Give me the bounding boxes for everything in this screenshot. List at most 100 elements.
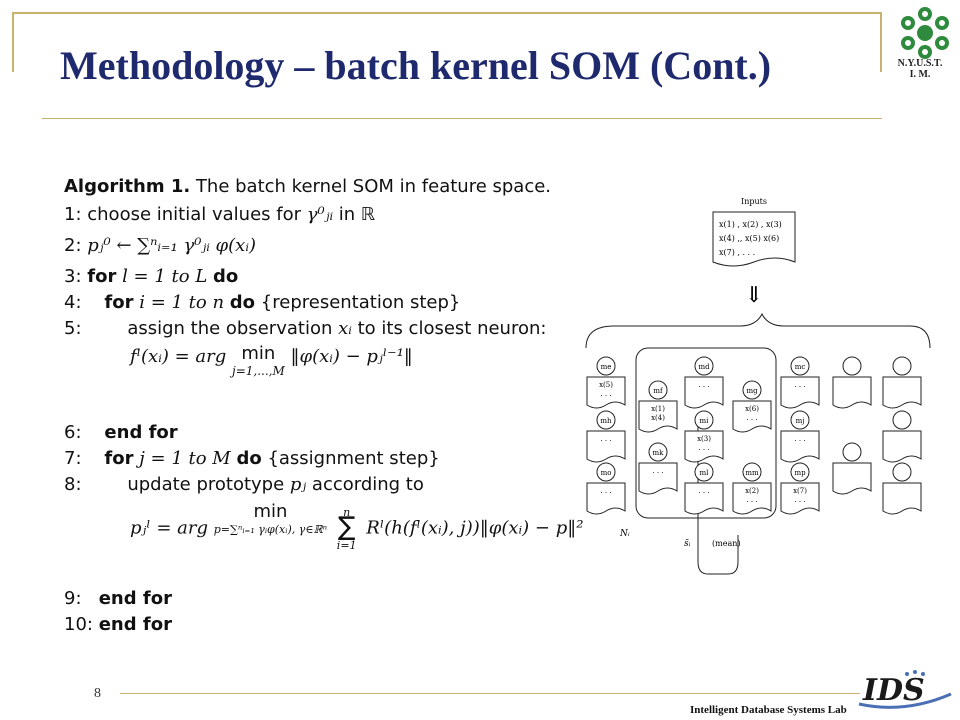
- keyword-for: for: [104, 292, 134, 313]
- equation-min-subscript: j=1,...,M: [231, 364, 285, 378]
- prototype-document: [882, 376, 922, 409]
- loop-range: l = 1 to L: [116, 266, 213, 287]
- n-i-label: Nᵢ: [619, 529, 630, 539]
- down-arrow-icon: ⇓: [745, 283, 763, 308]
- frame-top-line: [12, 12, 882, 14]
- neuron-circle: [648, 380, 668, 400]
- neighbourhood-box: [635, 347, 777, 519]
- document-entry: . . .: [746, 414, 757, 422]
- line-number: 5:: [64, 318, 82, 339]
- prototype-document: [780, 376, 820, 409]
- neuron-circle: [790, 410, 810, 430]
- representation-equation: fˡ(xᵢ) = arg min j=1,...,M ‖φ(xᵢ) − pⱼˡ⁻…: [130, 343, 413, 379]
- prototype-document: [684, 482, 724, 515]
- neuron-label: mh: [600, 417, 612, 425]
- document-entry: . . .: [698, 444, 709, 452]
- sum-symbol: ∑: [337, 512, 356, 542]
- keyword-do: do: [213, 266, 239, 287]
- algorithm-line-8: 8: update prototype pⱼ according to: [64, 474, 424, 495]
- prototype-document: [638, 462, 678, 495]
- inputs-row-3: x(7) , . . .: [719, 248, 755, 257]
- gamma-variable: γ⁰ⱼᵢ: [306, 204, 334, 225]
- inputs-document: [712, 211, 796, 267]
- keyword-do: do: [229, 292, 256, 313]
- neuron-circle: [892, 462, 912, 482]
- algorithm-line-1: 1: choose initial values for γ⁰ⱼᵢ in ℝ: [64, 204, 375, 225]
- document-entry: x(2): [745, 487, 759, 495]
- step-comment: {assignment step}: [261, 448, 440, 469]
- page-number: 8: [94, 686, 101, 701]
- prototype-document: [586, 430, 626, 463]
- loop-range: i = 1 to n: [133, 292, 230, 313]
- institution-logo: [901, 7, 949, 59]
- prototype-document: [732, 482, 772, 515]
- neuron-label: md: [698, 363, 710, 371]
- ids-lab-logo: IDS: [858, 670, 952, 709]
- prototype-document: [586, 376, 626, 409]
- document-entry: x(5): [599, 381, 613, 389]
- line-number: 4:: [64, 292, 82, 313]
- loop-range: j = 1 to M: [133, 448, 237, 469]
- document-entry: . . .: [698, 487, 709, 495]
- keyword-end-for: end for: [104, 422, 178, 443]
- line-number: 7:: [64, 448, 82, 469]
- neuron-circle: [790, 356, 810, 376]
- line-text-rest: according to: [306, 474, 424, 495]
- line-text: update prototype: [127, 474, 290, 495]
- neuron-label: mk: [653, 449, 665, 457]
- prototype-document: [780, 482, 820, 515]
- neuron-label: mg: [746, 387, 758, 395]
- algorithm-line-6: 6: end for: [64, 422, 178, 443]
- document-entry: . . .: [794, 381, 805, 389]
- neuron-grid: mex(5). . .mfx(1)x(4)md. . .mgx(6). . .m…: [586, 356, 922, 515]
- neuron-circle: [842, 442, 862, 462]
- prototype-document: [684, 430, 724, 463]
- document-entry: x(3): [697, 435, 711, 443]
- prototype-document: [638, 400, 678, 433]
- step-comment: {representation step}: [255, 292, 461, 313]
- institution-line-2: I. M.: [909, 69, 931, 80]
- title-underline: [42, 118, 882, 119]
- neuron-circle: [742, 462, 762, 482]
- neuron-label: mo: [601, 469, 612, 477]
- som-diagram: Inputs x(1) , x(2) , x(3) x(4) ,, x(5) x…: [585, 197, 931, 575]
- assignment-equation: pⱼˡ = arg min p=∑ⁿᵢ₌₁ γᵢφ(xᵢ), γ∈ℝⁿ n ∑ …: [130, 503, 583, 553]
- neuron-circle: [694, 356, 714, 376]
- svg-text:IDS: IDS: [862, 673, 925, 708]
- equation-min: min: [241, 343, 276, 364]
- algorithm-line-5: 5: assign the observation xᵢ to its clos…: [64, 318, 546, 339]
- document-entry: . . .: [600, 435, 611, 443]
- neuron-label: mc: [795, 363, 806, 371]
- document-entry: x(7): [793, 487, 807, 495]
- inputs-label: Inputs: [741, 197, 767, 206]
- prototype-document: [882, 482, 922, 515]
- algorithm-heading-text: The batch kernel SOM in feature space.: [190, 176, 552, 197]
- footer-lab-name: Intelligent Database Systems Lab: [690, 704, 847, 716]
- equation-rhs: ‖φ(xᵢ) − pⱼˡ⁻¹‖: [290, 346, 413, 367]
- keyword-for: for: [87, 266, 117, 287]
- prototype-document: [832, 376, 872, 409]
- line-text: assign the observation: [127, 318, 339, 339]
- document-entry: . . .: [652, 467, 663, 475]
- prototype-document: [882, 430, 922, 463]
- neuron-circle: [892, 356, 912, 376]
- algorithm-heading-bold: Algorithm 1.: [64, 176, 191, 197]
- neuron-circle: [648, 442, 668, 462]
- p-variable: pⱼ: [289, 474, 307, 495]
- keyword-end-for: end for: [98, 588, 172, 609]
- frame-right-line: [880, 12, 882, 72]
- neuron-label: mm: [745, 469, 759, 477]
- neuron-label: mf: [653, 387, 664, 395]
- line-number: 1:: [64, 204, 82, 225]
- line-number: 6:: [64, 422, 82, 443]
- sum-upper-limit: n: [343, 506, 351, 519]
- line-number: 9:: [64, 588, 82, 609]
- neuron-circle: [596, 356, 616, 376]
- neuron-circle: [596, 462, 616, 482]
- neuron-circle: [790, 462, 810, 482]
- institution-name: N.Y.U.S.T. I. M.: [880, 58, 960, 80]
- mean-loop: [697, 422, 739, 575]
- equation-min-subscript: p=∑ⁿᵢ₌₁ γᵢφ(xᵢ), γ∈ℝⁿ: [213, 523, 328, 536]
- prototype-document: [586, 482, 626, 515]
- neuron-circle: [694, 410, 714, 430]
